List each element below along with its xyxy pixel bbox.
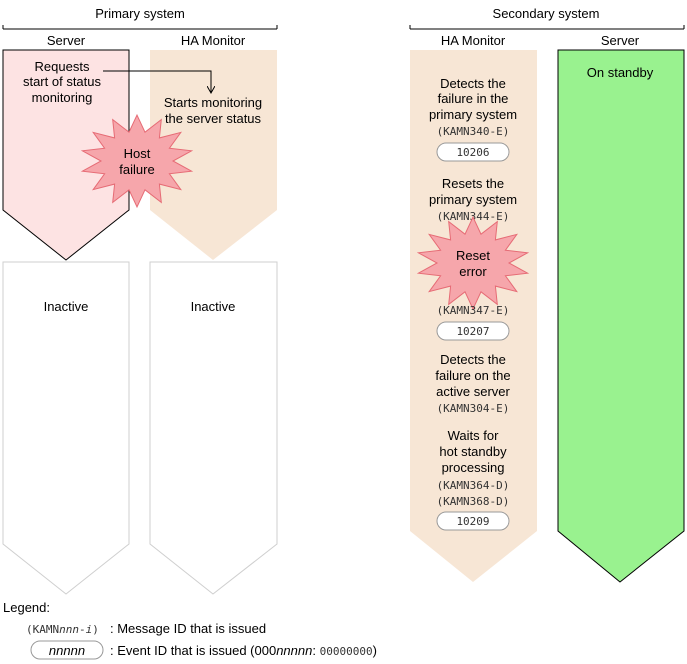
event-id-10207: 10207 — [456, 325, 489, 338]
primary-system-title: Primary system — [95, 6, 185, 21]
request-line-2: start of status — [23, 74, 102, 89]
reset-primary-line-1: Resets the — [442, 176, 504, 191]
primary-server-label: Server — [47, 33, 86, 48]
legend-event-desc-2: : — [312, 643, 319, 658]
message-kamn368: (KAMN368-D) — [437, 495, 510, 508]
reset-error-burst — [416, 215, 530, 311]
legend-msg-close: ) — [92, 623, 99, 636]
ha-inactive-label: Inactive — [191, 299, 236, 314]
primary-ha-monitor-lane — [150, 50, 277, 260]
on-standby-label: On standby — [587, 65, 654, 80]
event-badge-10207 — [436, 321, 510, 341]
legend-event-desc-3: ) — [373, 643, 377, 658]
event-badge-10206 — [436, 142, 510, 162]
detect-active-line-2: failure on the — [435, 368, 510, 383]
legend-event-desc: : Event ID that is issued (000nnnnn: 000… — [110, 643, 377, 658]
primary-server-lane — [2, 49, 130, 261]
message-kamn347: (KAMN347-E) — [437, 304, 510, 317]
secondary-ha-monitor-label: HA Monitor — [441, 33, 506, 48]
message-kamn364: (KAMN364-D) — [437, 479, 510, 492]
detect-primary-line-3: primary system — [429, 107, 517, 122]
waits-line-3: processing — [442, 460, 505, 475]
legend-msg-nnn: nnn — [59, 623, 79, 636]
host-failure-burst — [80, 113, 194, 209]
primary-ha-monitor-label: HA Monitor — [181, 33, 246, 48]
host-failure-line-2: failure — [119, 162, 154, 177]
message-kamn340: (KAMN340-E) — [437, 125, 510, 138]
waits-line-2: hot standby — [439, 444, 507, 459]
legend-msg-i: i — [86, 623, 93, 636]
event-badge-10209 — [436, 511, 510, 531]
legend-event-badge — [30, 640, 104, 660]
primary-server-inactive-lane — [2, 261, 130, 595]
primary-ha-inactive-lane — [149, 261, 278, 595]
legend-msg-prefix: KAMN — [33, 623, 60, 636]
secondary-system-title: Secondary system — [493, 6, 600, 21]
secondary-ha-monitor-lane — [410, 50, 537, 582]
request-line-3: monitoring — [32, 90, 93, 105]
legend-title: Legend: — [3, 600, 50, 615]
detect-primary-line-1: Detects the — [440, 76, 506, 91]
legend-message-desc: : Message ID that is issued — [110, 621, 266, 636]
legend-message-symbol: (KAMNnnn-i) — [26, 623, 99, 636]
request-arrow — [103, 70, 211, 92]
host-failure-line-1: Host — [124, 146, 151, 161]
secondary-server-label: Server — [601, 33, 640, 48]
detect-active-line-3: active server — [436, 384, 510, 399]
legend-msg-open: ( — [26, 623, 33, 636]
secondary-server-lane — [557, 49, 685, 583]
legend-msg-dash: - — [79, 623, 86, 636]
server-inactive-label: Inactive — [44, 299, 89, 314]
legend-event-desc-nnnnn: nnnnn — [276, 643, 312, 658]
legend-event-symbol: nnnnn — [49, 643, 85, 658]
detect-active-line-1: Detects the — [440, 352, 506, 367]
request-line-1: Requests — [35, 59, 90, 74]
ha-start-line-1: Starts monitoring — [164, 95, 262, 110]
event-id-10206: 10206 — [456, 146, 489, 159]
waits-line-1: Waits for — [448, 428, 499, 443]
reset-error-line-1: Reset — [456, 248, 490, 263]
legend-event-desc-1: : Event ID that is issued (000 — [110, 643, 276, 658]
legend-event-desc-code: 00000000 — [320, 645, 373, 658]
reset-primary-line-2: primary system — [429, 192, 517, 207]
ha-start-line-2: the server status — [165, 111, 262, 126]
event-id-10209: 10209 — [456, 515, 489, 528]
detect-primary-line-2: failure in the — [438, 91, 509, 106]
message-kamn304: (KAMN304-E) — [437, 402, 510, 415]
reset-error-line-2: error — [459, 264, 487, 279]
